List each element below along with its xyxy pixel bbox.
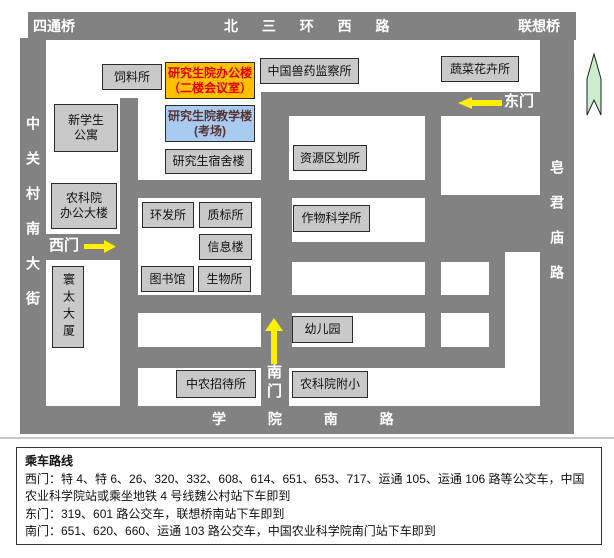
block-empty-1 bbox=[292, 262, 425, 295]
inner-road-vertical-east bbox=[425, 116, 441, 180]
south-gate-arrow-icon bbox=[265, 318, 283, 364]
road-xueyuan-south bbox=[20, 406, 574, 434]
label-xueyuan-south-road: 学 院 南 路 bbox=[212, 411, 404, 427]
building-veterinary-drug-institute: 中国兽药监察所 bbox=[260, 58, 359, 84]
inner-road-horizontal-2 bbox=[138, 295, 261, 313]
east-gate-arrow-icon bbox=[458, 97, 502, 109]
bus-routes-box: 乘车路线 西门：特 4、特 6、26、320、332、608、614、651、6… bbox=[16, 447, 602, 545]
bus-route-east-gate: 东门：319、601 路公交车，联想桥南站下车即到 bbox=[25, 506, 285, 521]
building-crop-science-institute: 作物科学所 bbox=[293, 205, 370, 232]
building-huantai-tower: 寰太大厦 bbox=[52, 266, 84, 348]
block-empty-2 bbox=[441, 262, 489, 295]
building-vegetable-flower-institute: 蔬菜花卉所 bbox=[441, 56, 519, 82]
label-sitong-bridge: 四通桥 bbox=[33, 18, 75, 34]
building-resources-zoning-institute: 资源区划所 bbox=[293, 145, 367, 171]
building-quality-standards-institute: 质标所 bbox=[199, 202, 252, 228]
building-caas-primary-school: 农科院附小 bbox=[292, 371, 368, 398]
building-library: 图书馆 bbox=[141, 266, 194, 292]
building-grad-school-teaching: 研究生院教学楼 (考场) bbox=[165, 105, 255, 142]
building-new-student-apartment: 新学生 公寓 bbox=[54, 104, 118, 152]
label-north-third-ring-road: 北 三 环 西 路 bbox=[224, 18, 396, 34]
campus-map: 四通桥 北 三 环 西 路 联想桥 中关村南大街 皂君庙路 学 院 南 路 西门… bbox=[20, 12, 602, 434]
building-feed-institute: 饲料所 bbox=[102, 64, 162, 90]
building-biology-institute: 生物所 bbox=[198, 266, 251, 292]
inner-road-horizontal-3 bbox=[138, 347, 261, 368]
label-lianxiang-bridge: 联想桥 bbox=[518, 18, 560, 34]
west-gate-label: 西门 bbox=[49, 237, 80, 254]
bus-routes-title: 乘车路线 bbox=[25, 454, 74, 468]
label-zaojunmiao-road: 皂君庙路 bbox=[549, 160, 565, 300]
building-kindergarten: 幼儿园 bbox=[292, 316, 353, 343]
west-gate-arrow-icon bbox=[84, 240, 116, 253]
bus-route-west-gate: 西门：特 4、特 6、26、320、332、608、614、651、653、71… bbox=[25, 471, 585, 504]
south-gate-label: 南门 bbox=[265, 364, 282, 402]
building-grad-dormitory: 研究生宿舍楼 bbox=[165, 149, 252, 174]
road-north-third-ring bbox=[28, 12, 576, 40]
building-grad-school-office: 研究生院办公楼 （二楼会议室） bbox=[165, 62, 255, 99]
building-caas-office: 农科院 办公大楼 bbox=[51, 183, 117, 229]
building-information-building: 信息楼 bbox=[199, 234, 252, 260]
block-east-gate bbox=[441, 116, 540, 195]
road-zaojunmiao bbox=[540, 40, 574, 434]
building-zhongnong-hostel: 中农招待所 bbox=[176, 370, 256, 398]
north-compass-icon bbox=[586, 53, 602, 116]
block-east-strip bbox=[505, 252, 540, 372]
label-zhongguancun-south-street: 中关村南大街 bbox=[25, 116, 41, 326]
building-environment-dev-institute: 环发所 bbox=[142, 202, 194, 228]
map-bottom-divider bbox=[0, 437, 614, 439]
block-empty-3 bbox=[441, 313, 489, 347]
road-zhongguancun-south-street bbox=[20, 38, 46, 434]
bus-route-south-gate: 南门：651、620、660、运通 103 路公交车，中国农业科学院南门站下车即… bbox=[25, 524, 436, 538]
east-gate-label: 东门 bbox=[504, 93, 535, 110]
